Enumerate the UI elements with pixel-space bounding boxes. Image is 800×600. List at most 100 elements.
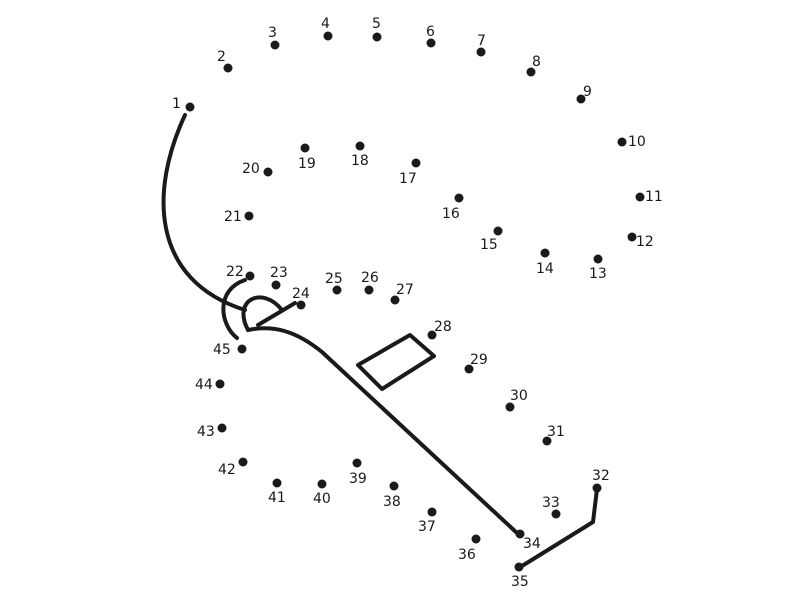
dot-marker <box>592 483 602 493</box>
dot-39: 39 <box>349 458 367 487</box>
dot-number-label: 23 <box>270 265 288 281</box>
dot-4: 4 <box>321 16 333 41</box>
dot-21: 21 <box>224 209 254 225</box>
dot-33: 33 <box>542 495 561 519</box>
dot-marker <box>245 271 255 281</box>
boom-arm-line <box>246 326 519 535</box>
dot-number-label: 15 <box>480 237 498 253</box>
dot-marker <box>576 94 586 104</box>
dot-24: 24 <box>292 286 310 310</box>
dot-14: 14 <box>536 248 554 277</box>
dot-44: 44 <box>195 377 225 393</box>
dot-number-label: 36 <box>458 547 476 563</box>
dot-number-label: 31 <box>547 424 565 440</box>
dot-number-label: 35 <box>511 574 529 590</box>
dot-13: 13 <box>589 254 607 282</box>
dot-number-label: 30 <box>510 388 528 404</box>
dot-30: 30 <box>505 388 528 412</box>
dot-number-label: 13 <box>589 266 607 282</box>
dot-marker <box>476 47 486 57</box>
dot-marker <box>427 330 437 340</box>
dot-marker <box>271 280 281 290</box>
dot-number-label: 1 <box>172 96 181 112</box>
dot-marker <box>464 364 474 374</box>
dot-2: 2 <box>217 49 233 73</box>
dot-number-label: 43 <box>197 424 215 440</box>
dot-1: 1 <box>172 96 195 112</box>
dot-38: 38 <box>383 481 401 510</box>
dot-26: 26 <box>361 270 379 295</box>
dot-marker <box>352 458 362 468</box>
dot-31: 31 <box>542 424 565 446</box>
dot-45: 45 <box>213 342 247 358</box>
dot-22: 22 <box>226 264 255 281</box>
dot-marker <box>272 478 282 488</box>
dot-number-label: 2 <box>217 49 226 65</box>
dot-7: 7 <box>476 33 486 57</box>
ear-loop-line <box>241 295 284 332</box>
dot-number-label: 29 <box>470 352 488 368</box>
dot-number-label: 21 <box>224 209 242 225</box>
dot-number-label: 33 <box>542 495 560 511</box>
dot-9: 9 <box>576 84 592 104</box>
dot-43: 43 <box>197 423 227 440</box>
dot-marker <box>505 402 515 412</box>
dot-40: 40 <box>313 479 331 507</box>
dot-number-label: 32 <box>592 468 610 484</box>
dot-number-label: 16 <box>442 206 460 222</box>
dot-5: 5 <box>372 16 382 42</box>
dot-marker <box>237 344 247 354</box>
dot-number-label: 26 <box>361 270 379 286</box>
dot-8: 8 <box>526 54 541 77</box>
dot-marker <box>364 285 374 295</box>
dot-marker <box>215 379 225 389</box>
dot-number-label: 34 <box>523 536 541 552</box>
dot-3: 3 <box>268 25 280 50</box>
dot-marker <box>185 102 195 112</box>
dot-number-label: 3 <box>268 25 277 41</box>
dot-marker <box>540 248 550 258</box>
dot-number-label: 11 <box>645 189 663 205</box>
dot-number-label: 24 <box>292 286 310 302</box>
dot-number-label: 14 <box>536 261 554 277</box>
dot-marker <box>627 232 637 242</box>
dot-35: 35 <box>511 562 529 590</box>
dot-number-label: 41 <box>268 490 286 506</box>
dot-marker <box>551 509 561 519</box>
dot-19: 19 <box>298 143 316 172</box>
headset-cable-line <box>161 113 247 312</box>
dot-marker <box>493 226 503 236</box>
dot-number-label: 40 <box>313 491 331 507</box>
dot-marker <box>471 534 481 544</box>
dot-number-label: 45 <box>213 342 231 358</box>
dot-29: 29 <box>464 352 488 374</box>
dot-marker <box>542 436 552 446</box>
dot-marker <box>355 141 365 151</box>
dot-10: 10 <box>617 134 646 150</box>
dot-marker <box>223 63 233 73</box>
dot-number-label: 37 <box>418 519 436 535</box>
dot-28: 28 <box>427 319 452 340</box>
ear-hook-line <box>221 278 247 340</box>
dot-marker <box>593 254 603 264</box>
dot-number-label: 7 <box>477 33 486 49</box>
dot-number-label: 28 <box>434 319 452 335</box>
dot-marker <box>526 67 536 77</box>
dot-42: 42 <box>218 457 248 478</box>
dot-11: 11 <box>635 189 663 205</box>
dot-marker <box>270 40 280 50</box>
dot-marker <box>411 158 421 168</box>
dot-number-label: 25 <box>325 271 343 287</box>
dot-number-label: 38 <box>383 494 401 510</box>
dot-37: 37 <box>418 507 437 535</box>
dot-16: 16 <box>442 193 464 222</box>
dot-number-label: 44 <box>195 377 213 393</box>
dot-25: 25 <box>325 271 343 295</box>
dot-number-label: 6 <box>426 24 435 40</box>
dot-number-label: 27 <box>396 282 414 298</box>
dot-marker <box>515 529 525 539</box>
dot-marker <box>296 300 306 310</box>
dot-6: 6 <box>426 24 436 48</box>
